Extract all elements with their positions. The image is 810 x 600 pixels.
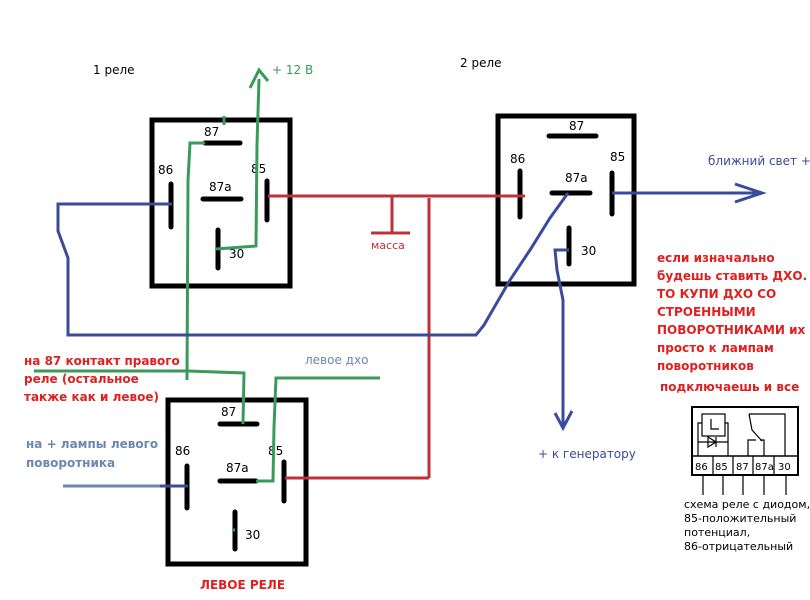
wire-12v — [215, 78, 261, 251]
wire-relay1-86-to-relay2-87a — [56, 192, 570, 337]
relay-2-body — [495, 113, 637, 287]
note-87-contact: на 87 контакт правого реле (остальное та… — [24, 354, 180, 404]
relay-2: 87 86 87a 85 30 — [495, 113, 637, 287]
switch-icon — [748, 413, 763, 442]
advice-line-4: СТРОЕННЫМИ — [657, 305, 756, 319]
relay-2-label-87a: 87a — [565, 171, 588, 185]
relay-2-label-85: 85 — [610, 150, 625, 164]
advice-tail: подключаешь и все — [660, 380, 799, 394]
mini-pin-87a: 87a — [755, 462, 774, 473]
coil-wire-right — [725, 422, 729, 456]
wire-relay1-87 — [185, 141, 205, 381]
relay-1-label-87a: 87a — [209, 180, 232, 194]
coil-icon — [701, 413, 726, 437]
caption-line-2: 85-положительный — [684, 512, 796, 525]
coil-wire-left — [697, 422, 702, 456]
advice-line-3: ТО КУПИ ДХО СО — [657, 287, 776, 301]
label-plus-12v: + 12 В — [272, 63, 313, 77]
label-low-beam: ближний свет + — [708, 154, 810, 168]
relay-1-title: 1 реле — [93, 63, 135, 77]
label-massa: масса — [371, 239, 405, 252]
relay-2-label-30: 30 — [581, 244, 596, 258]
advice-line-6: просто к лампам — [657, 341, 774, 355]
left-turn-line-2: поворотника — [26, 456, 115, 470]
mini-relay-schematic — [691, 406, 799, 495]
mini-pin-85: 85 — [715, 462, 728, 473]
mini-pin-30: 30 — [778, 462, 791, 473]
label-left-drl: левое дхо — [305, 353, 368, 367]
note-87-line-1: на 87 контакт правого — [24, 354, 180, 368]
arrow-12v-icon — [248, 67, 270, 89]
pin-row — [691, 455, 799, 476]
mini-pin-87: 87 — [736, 462, 749, 473]
relay-1-label-86: 86 — [158, 163, 173, 177]
contact-87 — [747, 439, 756, 456]
relay-2-label-87: 87 — [569, 119, 584, 133]
diode-icon — [707, 435, 718, 449]
left-relay-title: ЛЕВОЕ РЕЛЕ — [200, 578, 285, 592]
mini-pin-86: 86 — [695, 462, 708, 473]
relay-2-title: 2 реле — [460, 56, 502, 70]
caption-line-4: 86-отрицательный — [684, 540, 793, 553]
left-relay-label-87a: 87a — [226, 461, 249, 475]
wire-generator — [553, 248, 569, 426]
contact-87a — [760, 439, 765, 456]
left-relay: 87 86 87a 85 30 — [165, 397, 309, 567]
note-87-line-2: реле (остальное — [24, 372, 139, 386]
left-turn-line-1: на + лампы левого — [26, 437, 158, 451]
relay-1-label-30: 30 — [229, 247, 244, 261]
mini-relay-caption: схема реле с диодом, 85-положительный по… — [684, 498, 810, 553]
note-87-line-3: также как и левое) — [24, 390, 159, 404]
relay-1: 87 86 87a 85 30 — [149, 117, 293, 289]
note-left-turn-lamp: на + лампы левого поворотника — [26, 437, 158, 470]
wire-87-bus — [34, 369, 246, 425]
contact-30-wire — [749, 413, 786, 456]
label-generator: + к генератору — [538, 447, 636, 461]
left-relay-label-85: 85 — [268, 444, 283, 458]
left-relay-label-87: 87 — [221, 405, 236, 419]
left-relay-label-30: 30 — [245, 528, 260, 542]
left-relay-body — [165, 397, 309, 567]
advice-line-5: ПОВОРОТНИКАМИ их — [657, 323, 806, 337]
relay-1-label-85: 85 — [251, 162, 266, 176]
coil-glyph — [710, 419, 719, 430]
arrow-generator-icon — [553, 410, 574, 432]
red-wires — [268, 194, 525, 480]
green-wires — [34, 67, 380, 483]
relay-1-label-87: 87 — [204, 125, 219, 139]
advice-line-7: поворотников — [657, 359, 754, 373]
advice-line-2: будешь ставить ДХО. — [657, 269, 807, 283]
wire-left-drl — [256, 376, 380, 483]
mini-relay-pin-labels: 86 85 87 87a 30 — [695, 462, 791, 473]
advice-line-1: если изначально — [657, 251, 775, 265]
caption-line-3: потенциал, — [684, 526, 750, 539]
advice-note: если изначально будешь ставить ДХО. ТО К… — [657, 251, 807, 394]
blue-wires — [56, 182, 767, 488]
caption-line-1: схема реле с диодом, — [684, 498, 810, 511]
relay-2-label-86: 86 — [510, 152, 525, 166]
arrow-low-beam-icon — [734, 182, 767, 204]
left-relay-label-86: 86 — [175, 444, 190, 458]
